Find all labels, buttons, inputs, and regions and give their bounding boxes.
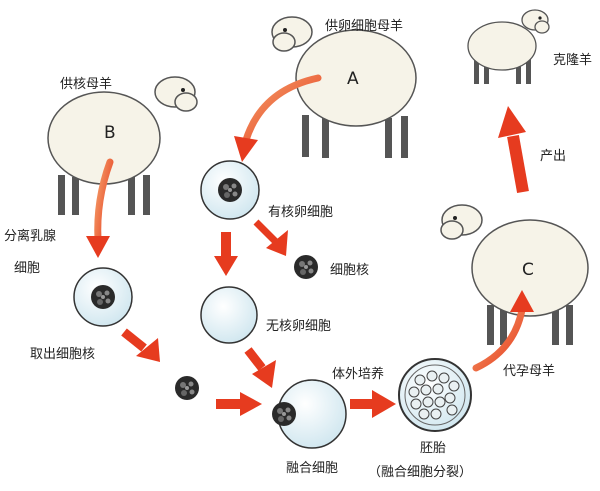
sheep-b-label: B <box>104 123 116 143</box>
sheep-a: A <box>271 16 417 158</box>
enucleated-egg-cell <box>200 286 258 344</box>
enucleated-egg-label: 无核卵细胞 <box>266 319 331 334</box>
free-nucleus <box>294 255 318 279</box>
separate-label-line2: 细胞 <box>14 261 40 276</box>
sheep-b: B <box>47 76 198 215</box>
arrow-a-to-egg <box>234 74 322 162</box>
sheep-c-label: C <box>522 260 534 280</box>
birth-label: 产出 <box>540 149 566 164</box>
arrow-c-to-clone <box>498 106 529 194</box>
arrow-fused-to-embryo <box>350 390 396 418</box>
sheep-a-label: A <box>347 69 359 89</box>
arrow-cell-to-nucleus <box>121 328 160 362</box>
nucleus-label: 细胞核 <box>330 263 369 278</box>
embryo-label: 胚胎 <box>420 441 446 456</box>
sheep-c: C <box>440 204 589 345</box>
clone-label: 克隆羊 <box>553 52 592 68</box>
egg-donor-label: 供卵细胞母羊 <box>325 18 403 34</box>
fused-cell <box>272 379 347 449</box>
nucleated-egg-cell <box>200 160 260 220</box>
embryo-note-label: （融合细胞分裂） <box>368 465 472 480</box>
nucleated-egg-label: 有核卵细胞 <box>268 205 333 220</box>
surrogate-label: 代孕母羊 <box>503 363 555 379</box>
extracted-nucleus <box>175 376 199 400</box>
embryo <box>398 358 472 432</box>
extract-nucleus-label: 取出细胞核 <box>30 347 95 362</box>
separate-label-line1: 分离乳腺 <box>4 228 56 244</box>
fused-cell-label: 融合细胞 <box>286 461 338 476</box>
nucleus-donor-label: 供核母羊 <box>60 76 112 92</box>
arrow-egg-to-nucleus <box>253 219 288 256</box>
arrow-egg-to-enucleated <box>214 232 238 276</box>
mammary-cell <box>73 267 133 327</box>
arrow-b-to-cell <box>86 158 114 258</box>
arrow-enucleated-to-fused <box>244 347 276 388</box>
arrow-nucleus-to-fused <box>216 392 262 416</box>
arrow-embryo-to-c <box>472 290 534 372</box>
in-vitro-label: 体外培养 <box>332 366 384 382</box>
clone-sheep <box>467 9 550 84</box>
